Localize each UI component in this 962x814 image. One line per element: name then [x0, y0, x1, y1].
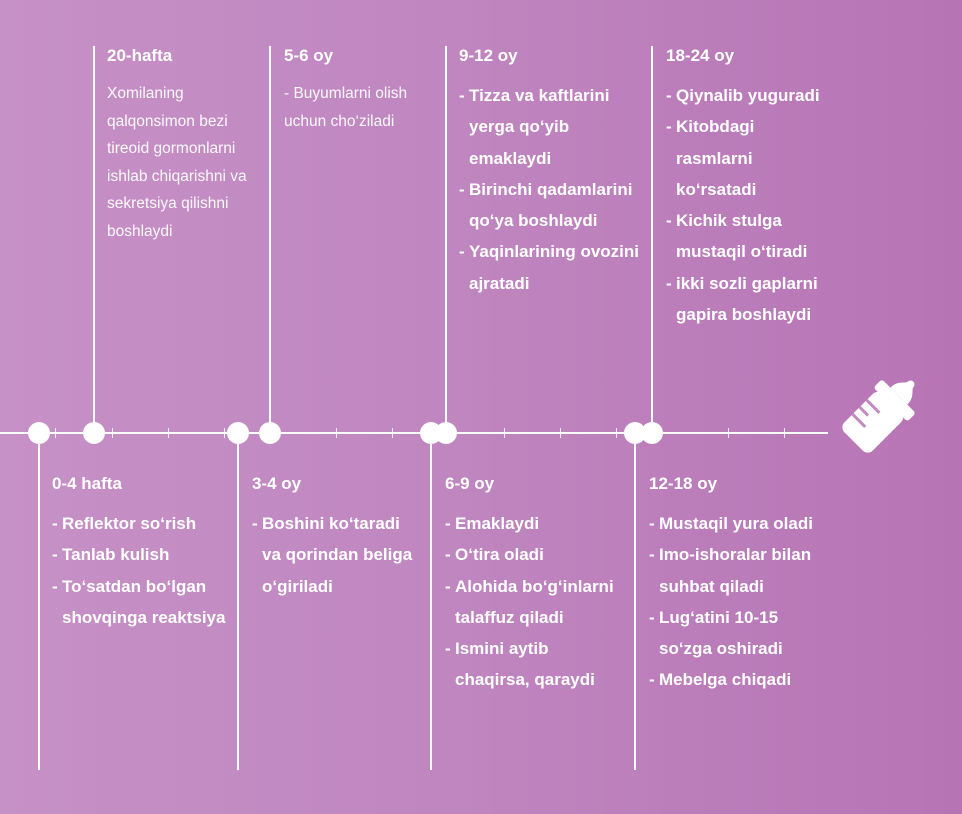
milestone-title: 0-4 hafta [52, 474, 122, 493]
milestone-title: 5-6 oy [284, 46, 334, 65]
list-item: Mustaqil yura oladi [649, 508, 821, 540]
axis-tick [560, 428, 561, 438]
list-item: Reflektor so‘rish [52, 508, 230, 540]
timeline-axis [0, 432, 828, 434]
axis-tick [168, 428, 169, 438]
axis-tick [336, 428, 337, 438]
milestone-list: Emaklaydi O‘tira oladi Alohida bo‘g‘inla… [445, 508, 623, 696]
list-item: Birinchi qadamlarini qo‘ya boshlaydi [459, 174, 641, 237]
list-item: ikki sozli gaplarni gapira boshlaydi [666, 268, 826, 331]
milestone-title: 6-9 oy [445, 474, 495, 493]
list-item: Mebelga chiqadi [649, 664, 821, 696]
milestone-dot [641, 422, 663, 444]
baby-bottle-icon [842, 380, 915, 453]
list-item: Tanlab kulish [52, 539, 230, 571]
milestone-dot [28, 422, 50, 444]
milestone-0-4-hafta: 0-4 hafta Reflektor so‘rish Tanlab kulis… [52, 474, 230, 633]
milestone-dot [435, 422, 457, 444]
milestone-3-4-oy: 3-4 oy Boshini ko‘taradi va qorindan bel… [252, 474, 422, 602]
list-item: Boshini ko‘taradi va qorindan beliga o‘g… [252, 508, 422, 602]
stem-20-hafta [93, 46, 95, 434]
milestone-title: 12-18 oy [649, 474, 718, 493]
milestone-12-18-oy: 12-18 oy Mustaqil yura oladi Imo-ishoral… [649, 474, 821, 696]
milestone-title: 3-4 oy [252, 474, 302, 493]
milestone-dot [227, 422, 249, 444]
milestone-title: 20-hafta [107, 46, 173, 65]
axis-tick [504, 428, 505, 438]
list-item: Tizza va kaftlarini yerga qo‘yib emaklay… [459, 80, 641, 174]
stem-9-12-oy [445, 46, 447, 434]
list-item: O‘tira oladi [445, 539, 623, 571]
axis-tick [112, 428, 113, 438]
stem-0-4-hafta [38, 433, 40, 770]
milestone-list: Reflektor so‘rish Tanlab kulish To‘satda… [52, 508, 230, 633]
milestone-6-9-oy: 6-9 oy Emaklaydi O‘tira oladi Alohida bo… [445, 474, 623, 696]
stem-3-4-oy [237, 433, 239, 770]
milestone-5-6-oy: 5-6 oy - Buyumlarni olish uchun cho‘zila… [284, 46, 434, 135]
milestone-list: Tizza va kaftlarini yerga qo‘yib emaklay… [459, 80, 641, 299]
stem-5-6-oy [269, 46, 271, 434]
list-item: Ismini aytib chaqirsa, qaraydi [445, 633, 623, 696]
milestone-dot [83, 422, 105, 444]
axis-tick [224, 428, 225, 438]
list-item: Lug‘atini 10-15 so‘zga oshiradi [649, 602, 821, 665]
axis-tick [55, 428, 56, 438]
milestone-list: Qiynalib yuguradi Kitobdagi rasmlarni ko… [666, 80, 826, 330]
milestone-dot [624, 422, 646, 444]
axis-tick [616, 428, 617, 438]
milestone-title: 9-12 oy [459, 46, 518, 65]
list-item: Kitobdagi rasmlarni ko‘rsatadi [666, 111, 826, 205]
milestone-list: Boshini ko‘taradi va qorindan beliga o‘g… [252, 508, 422, 602]
milestone-18-24-oy: 18-24 oy Qiynalib yuguradi Kitobdagi ras… [666, 46, 826, 330]
list-item: Imo-ishoralar bilan suhbat qiladi [649, 539, 821, 602]
list-item: To‘satdan bo‘lgan shovqinga reaktsiya [52, 571, 230, 634]
milestone-title: 18-24 oy [666, 46, 735, 65]
milestone-description: Xomilaning qalqonsimon bezi tireoid gorm… [107, 85, 247, 240]
list-item: Yaqinlarining ovozini ajratadi [459, 236, 641, 299]
list-item: Alohida bo‘g‘inlarni talaffuz qiladi [445, 571, 623, 634]
stem-6-9-oy [430, 433, 432, 770]
list-item: Qiynalib yuguradi [666, 80, 826, 112]
axis-tick [728, 428, 729, 438]
axis-tick [784, 428, 785, 438]
list-item: Kichik stulga mustaqil o‘tiradi [666, 205, 826, 268]
milestone-dot [259, 422, 281, 444]
milestone-9-12-oy: 9-12 oy Tizza va kaftlarini yerga qo‘yib… [459, 46, 641, 299]
milestone-list: Mustaqil yura oladi Imo-ishoralar bilan … [649, 508, 821, 696]
stem-12-18-oy [634, 433, 636, 770]
milestone-20-hafta: 20-hafta Xomilaning qalqonsimon bezi tir… [107, 46, 257, 245]
stem-18-24-oy [651, 46, 653, 434]
list-item: Emaklaydi [445, 508, 623, 540]
axis-tick [392, 428, 393, 438]
milestone-description: - Buyumlarni olish uchun cho‘ziladi [284, 85, 408, 130]
